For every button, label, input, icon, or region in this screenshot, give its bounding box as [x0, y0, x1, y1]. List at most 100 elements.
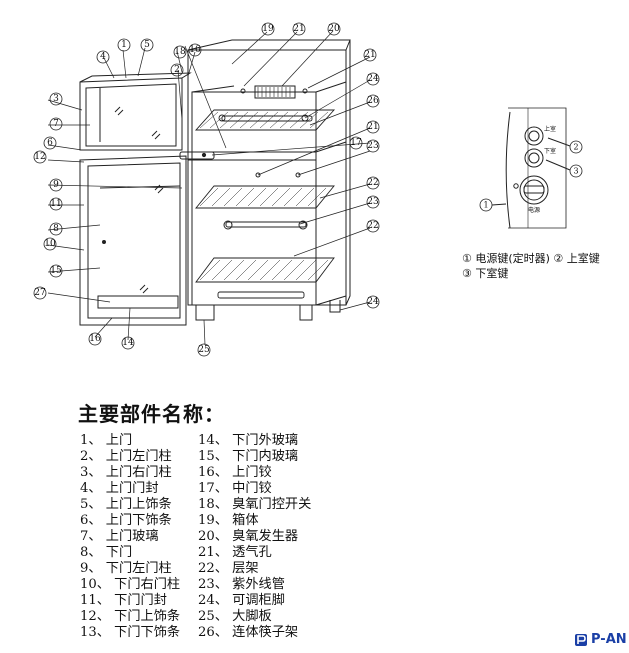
callout-16 [188, 43, 202, 57]
callout-num: 23 [367, 141, 379, 151]
list-item: 1、 上门 [80, 433, 133, 448]
power-label: 电源 [528, 206, 540, 214]
callout-num: 26 [367, 96, 379, 106]
middle-rack [195, 185, 335, 209]
list-item: 19、 箱体 [198, 513, 259, 528]
upper-label: 上室 [544, 125, 556, 133]
callout-num: 25 [198, 345, 210, 355]
list-item: 22、 层架 [198, 561, 259, 576]
callout-num: 18 [174, 47, 186, 57]
callout-num: 8 [53, 224, 59, 234]
callout-panel-3 [569, 164, 583, 178]
list-item: 23、 紫外线管 [198, 577, 285, 592]
callout-21b [363, 48, 377, 62]
list-item: 26、 连体筷子架 [198, 625, 299, 640]
callout-21a [292, 22, 306, 36]
callout-num: 22 [367, 178, 378, 188]
callout-num: 10 [44, 239, 56, 249]
lower-door [79, 155, 187, 326]
callout-num: 2 [174, 65, 180, 75]
callout-7 [49, 117, 63, 131]
callout-num: 19 [262, 24, 274, 34]
control-panel [479, 107, 583, 229]
list-item: 10、 下门右门柱 [80, 577, 181, 592]
cabinet-diagram: 1 5 4 2 18 16 19 21 20 21 24 26 21 17 23… [33, 22, 583, 357]
callout-19 [261, 22, 275, 36]
callout-24b [366, 295, 380, 309]
list-item: 9、 下门左门柱 [80, 561, 172, 576]
control-panel-labels: 上室 下室 电源 2 3 1 [483, 125, 578, 214]
callout-23b [366, 195, 380, 209]
callout-num: 21 [293, 24, 304, 34]
callout-num: 11 [50, 199, 61, 209]
list-item: 7、 上门玻璃 [80, 529, 159, 544]
list-item: 3、 上门右门柱 [80, 465, 172, 480]
upper-chamber-button [524, 126, 544, 146]
callout-num: 9 [53, 180, 59, 190]
callout-22a [366, 176, 380, 190]
callout-num: 22 [367, 221, 378, 231]
callout-num: 4 [100, 52, 106, 62]
leader-lines [47, 30, 371, 346]
callout-num: 1 [121, 40, 127, 50]
callout-num: 24 [367, 74, 379, 84]
callout-num: 15 [50, 266, 62, 276]
brand-mark-icon [575, 633, 587, 646]
callout-9 [49, 178, 63, 192]
list-item: 11、 下门门封 [80, 593, 167, 608]
callout-11 [49, 197, 63, 211]
list-item: 13、 下门下饰条 [80, 625, 181, 640]
upper-door [79, 72, 192, 151]
brand-name: P-AN [591, 632, 627, 647]
callout-num: 16 [89, 334, 101, 344]
parts-column-1: 1、 上门 2、 上门左门柱 3、 上门右门柱 4、 上门门封 5、 上门上饰条… [80, 433, 200, 641]
callout-8 [49, 222, 63, 236]
lower-label: 下室 [544, 147, 556, 155]
callout-27 [33, 286, 47, 300]
uv-tube [223, 220, 308, 230]
callout-10 [43, 237, 57, 251]
list-item: 14、 下门外玻璃 [198, 433, 299, 448]
callout-17 [349, 136, 363, 150]
list-item: 17、 中门铰 [198, 481, 272, 496]
list-item: 24、 可调柜脚 [198, 593, 285, 608]
parts-column-2: 14、 下门外玻璃 15、 下门内玻璃 16、 上门铰 17、 中门铰 18、 … [198, 433, 398, 641]
list-item: 8、 下门 [80, 545, 133, 560]
list-item: 4、 上门门封 [80, 481, 159, 496]
callout-22b [366, 219, 380, 233]
panel-legend-line1: ① 电源键(定时器) ② 上室键 [462, 252, 600, 265]
panel-num-2: 2 [573, 143, 578, 152]
callout-numbers: 1 5 4 2 18 16 19 21 20 21 24 26 21 17 23… [34, 24, 379, 355]
callout-18 [173, 45, 187, 59]
callout-num: 7 [53, 119, 59, 129]
callout-num: 5 [144, 40, 150, 50]
callout-21c [366, 120, 380, 134]
hinge-strip [179, 151, 215, 160]
callout-num: 21 [364, 50, 375, 60]
list-item: 25、 大脚板 [198, 609, 272, 624]
callout-5 [140, 38, 154, 52]
list-item: 12、 下门上饰条 [80, 609, 181, 624]
callout-num: 20 [328, 24, 340, 34]
callout-num: 16 [189, 45, 201, 55]
callout-1 [117, 38, 131, 52]
panel-num-3: 3 [573, 167, 578, 176]
callout-23a [366, 139, 380, 153]
callout-num: 12 [34, 152, 45, 162]
section-title: 主要部件名称： [78, 402, 225, 426]
callout-num: 14 [122, 338, 134, 348]
callout-25 [197, 343, 211, 357]
list-item: 21、 透气孔 [198, 545, 272, 560]
callout-15 [49, 264, 63, 278]
list-item: 6、 上门下饰条 [80, 513, 172, 528]
callout-num: 24 [367, 297, 379, 307]
callout-24a [366, 72, 380, 86]
callout-6 [43, 136, 57, 150]
power-timer-knob [519, 175, 549, 205]
panel-num-1: 1 [483, 201, 488, 210]
upper-rack [194, 109, 336, 131]
lower-chamber-button [524, 148, 544, 168]
callout-num: 17 [350, 138, 362, 148]
list-item: 2、 上门左门柱 [80, 449, 172, 464]
lower-rack [195, 257, 335, 299]
